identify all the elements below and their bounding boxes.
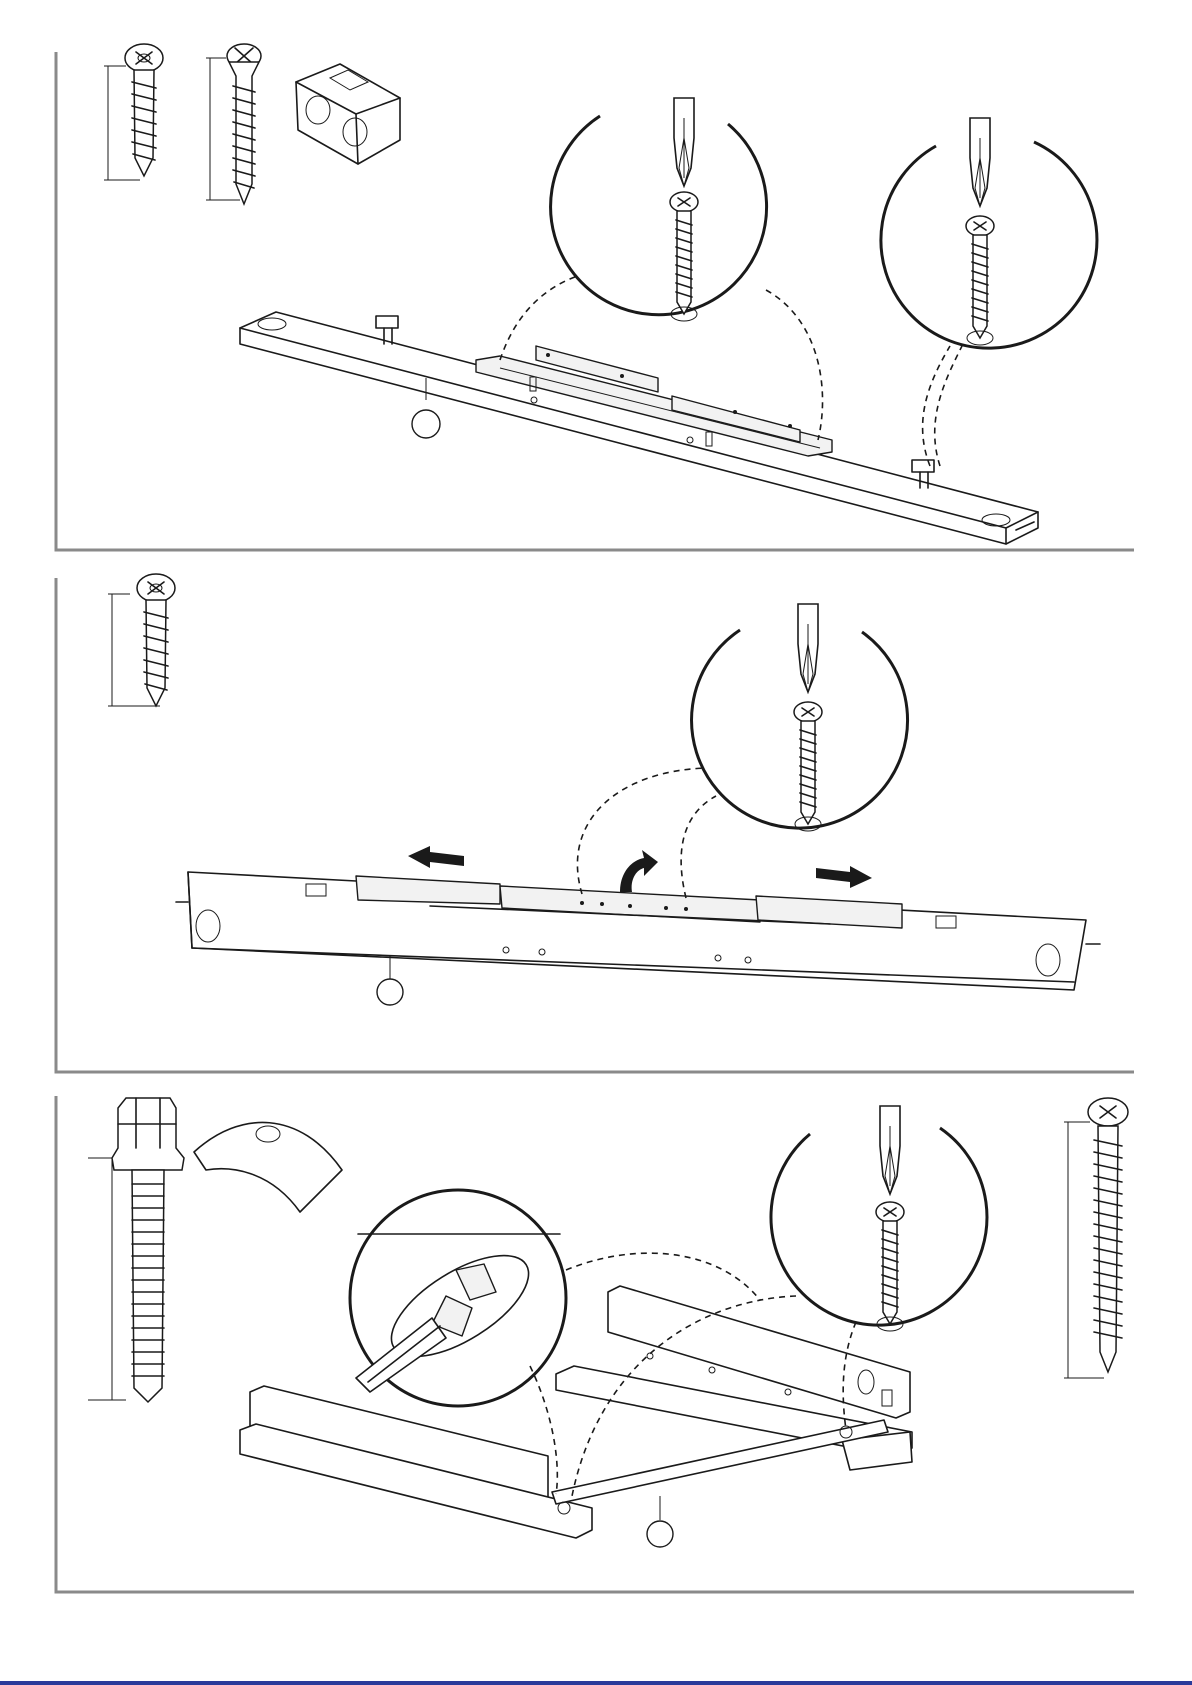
step-1-zoom-countersunk-screw [881,118,1097,466]
hardware-pan-head-screw [104,44,163,180]
step-2-frame [56,578,1134,1072]
step-2-panel [56,574,1134,1072]
step-2-rail-board [176,872,1100,990]
hardware-dowel-bolt [88,1098,184,1402]
hardware-pan-head-screw-2 [108,574,175,706]
hardware-curved-washer [194,1122,342,1212]
step-3-panel [56,1096,1134,1592]
step-1-panel [56,44,1134,550]
step-3-part-callout [647,1496,673,1547]
page-bottom-rule [0,1681,1192,1685]
step-1-rail-board [240,312,1038,544]
step-2-part-callout [377,956,403,1005]
step-2-zoom-pan-screw [577,604,907,898]
step-3-drawer-frame [240,1286,912,1538]
arrow-left [408,846,464,868]
arrow-curved-up [620,850,658,892]
hardware-countersunk-screw [206,44,261,204]
hardware-connector-block [296,64,400,164]
hardware-long-screw [1064,1098,1128,1378]
arrow-right [816,866,872,888]
